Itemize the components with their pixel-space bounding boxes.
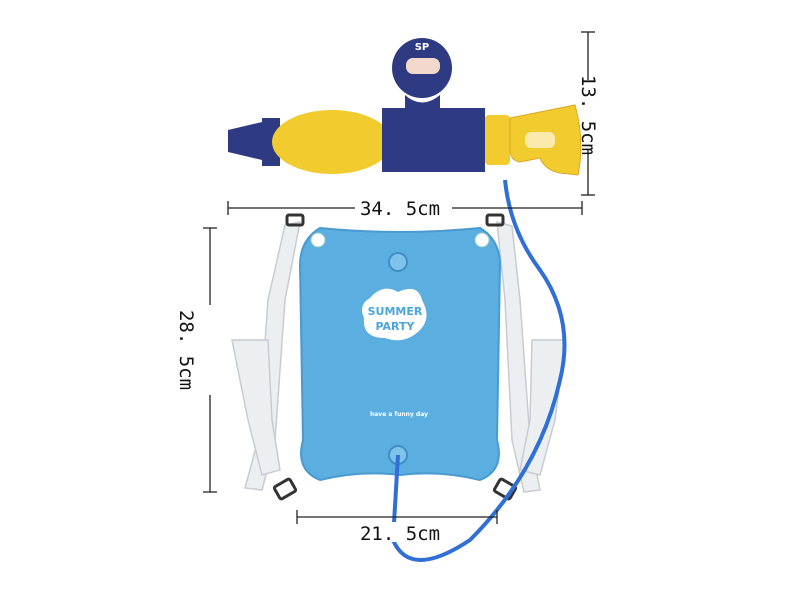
tagline: have a funny day — [370, 411, 428, 418]
water-gun: SP — [228, 38, 582, 176]
summer-party-logo — [362, 288, 427, 341]
bag-width-label: 21. 5cm — [360, 523, 440, 545]
bag-height-label: 28. 5cm — [175, 310, 197, 390]
logo-line2: PARTY — [375, 320, 415, 333]
gun-width-label: 34. 5cm — [360, 198, 440, 220]
water-bag: SUMMER PARTY have a funny day — [298, 226, 502, 482]
dimension-lines — [203, 31, 595, 524]
backpack-straps — [231, 220, 566, 493]
strap-buckle-icon — [272, 213, 518, 501]
mascot-badge: SP — [415, 42, 430, 53]
water-hose — [390, 179, 567, 562]
gun-height-label: 13. 5cm — [577, 75, 599, 155]
logo-line1: SUMMER — [368, 305, 423, 318]
